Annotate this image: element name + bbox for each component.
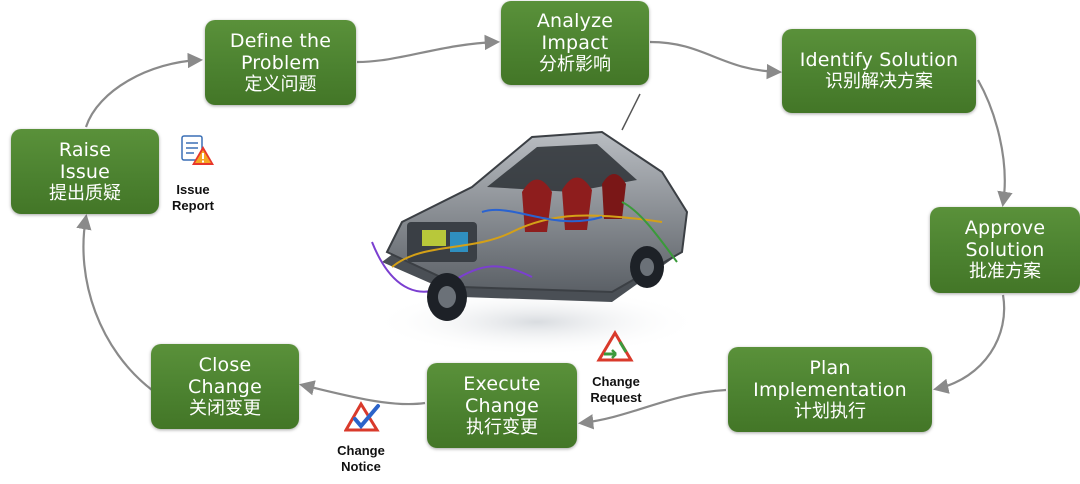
step-label-zh: 执行变更 xyxy=(466,416,538,438)
car-body-cutaway-image xyxy=(371,93,702,356)
step-label-en: Identify Solution xyxy=(799,49,959,71)
step-label-en: Plan Implementation xyxy=(753,356,907,401)
arrow-raise-to-define xyxy=(84,52,204,128)
change-request-icon xyxy=(596,330,634,362)
step-label-zh: 提出质疑 xyxy=(49,182,121,204)
arrow-plan-to-execute xyxy=(577,388,727,430)
step-label-en: Approve Solution xyxy=(964,217,1046,261)
issue-report-label: Issue Report xyxy=(172,182,214,213)
arrow-close-to-raise xyxy=(76,213,153,391)
step-label-zh: 批准方案 xyxy=(969,261,1041,282)
issue-report-icon xyxy=(181,135,214,165)
step-label-zh: 计划执行 xyxy=(794,400,866,422)
arrow-approve-to-plan xyxy=(932,294,1006,394)
change-request-label: Change Request xyxy=(590,374,642,405)
step-analyze-impact: Analyze Impact 分析影响 xyxy=(501,1,649,85)
step-execute-change: Execute Change 执行变更 xyxy=(427,363,577,448)
step-approve-solution: Approve Solution 批准方案 xyxy=(930,207,1080,293)
step-raise-issue: Raise Issue 提出质疑 xyxy=(11,129,159,214)
step-plan-implementation: Plan Implementation 计划执行 xyxy=(728,347,932,432)
arrow-execute-to-close xyxy=(299,380,426,406)
step-label-en: Analyze Impact xyxy=(536,10,614,54)
step-label-zh: 关闭变更 xyxy=(189,397,261,419)
step-close-change: Close Change 关闭变更 xyxy=(151,344,299,429)
change-notice-label: Change Notice xyxy=(337,443,385,474)
step-label-en: Close Change xyxy=(188,353,262,398)
change-notice-icon xyxy=(344,401,380,432)
step-define-problem: Define the Problem 定义问题 xyxy=(205,20,356,105)
step-identify-solution: Identify Solution 识别解决方案 xyxy=(782,29,976,113)
step-label-en: Raise Issue xyxy=(58,138,112,183)
step-label-en: Define the Problem xyxy=(229,29,332,74)
arrow-define-to-analyze xyxy=(356,34,501,64)
step-label-en: Execute Change xyxy=(463,372,541,417)
arrow-analyze-to-identify xyxy=(649,40,783,80)
step-label-zh: 识别解决方案 xyxy=(825,71,933,92)
step-label-zh: 分析影响 xyxy=(539,54,611,75)
arrow-identify-to-approve xyxy=(977,79,1013,208)
step-label-zh: 定义问题 xyxy=(244,73,317,95)
